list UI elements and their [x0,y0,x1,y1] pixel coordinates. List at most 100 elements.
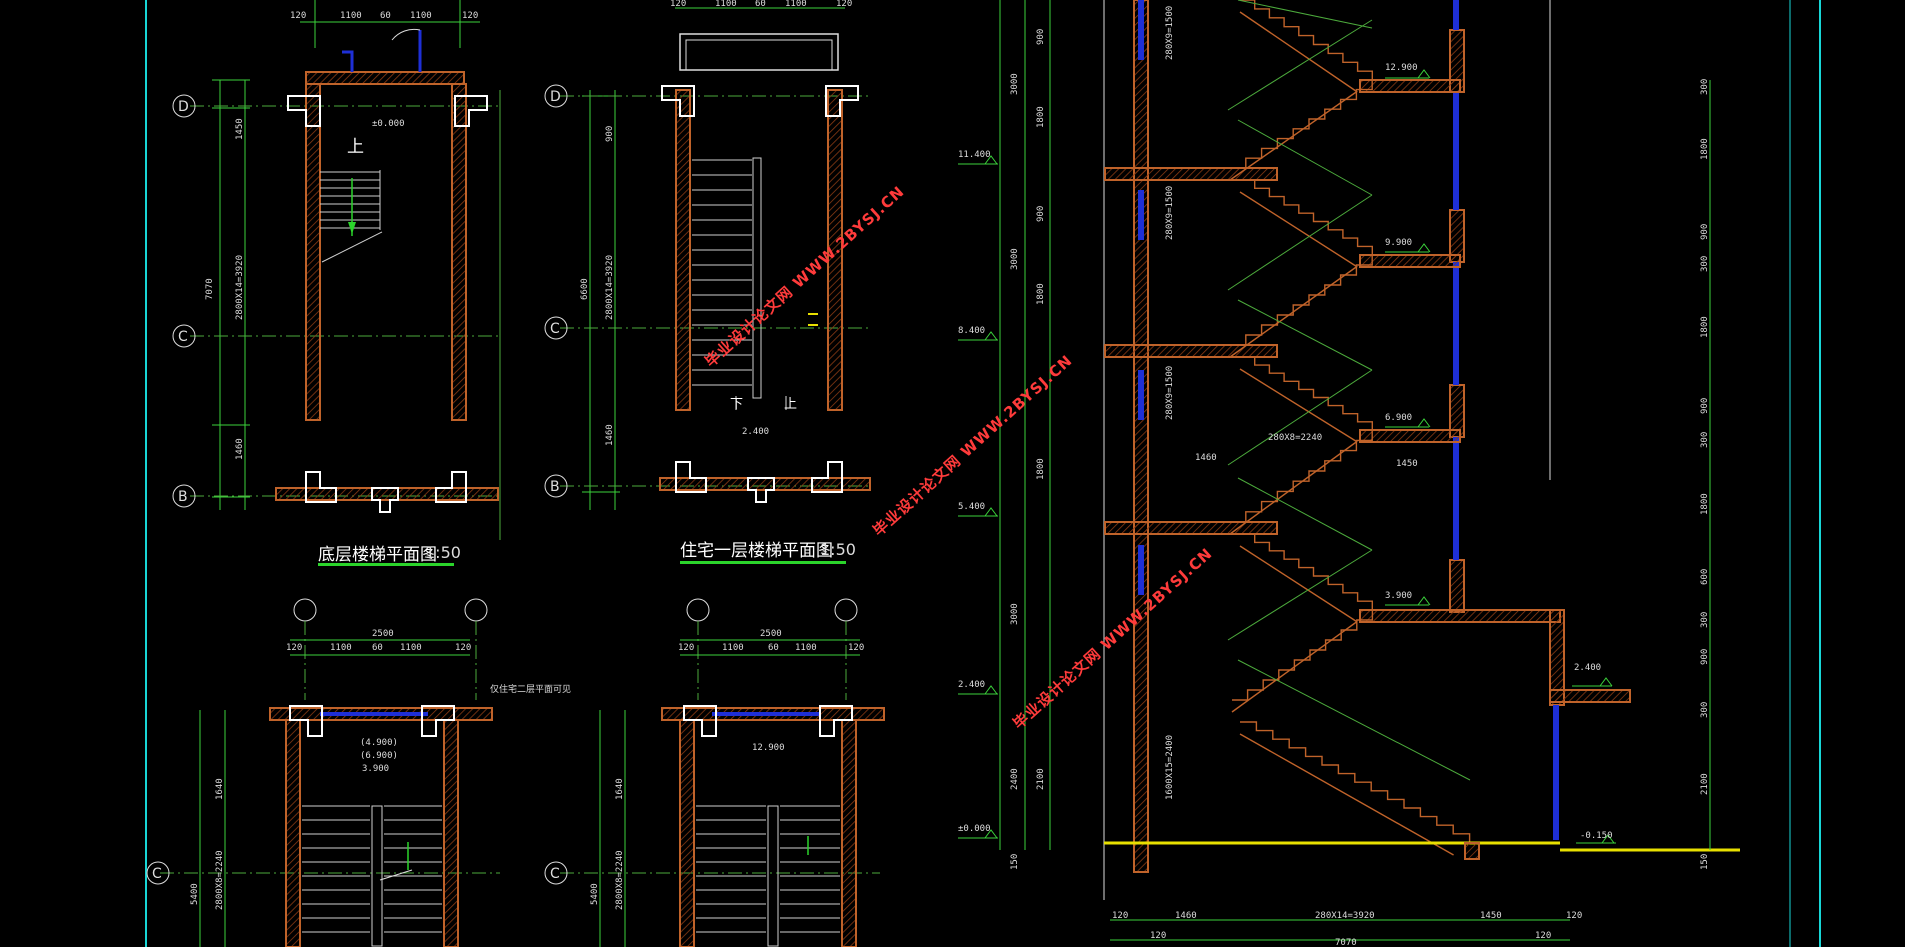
second-floor-plan [160,598,500,947]
right-dim-300e: 300 [1700,702,1710,718]
right-dim-2100: 2100 [1700,773,1710,795]
section-dim-900b: 900 [1036,206,1046,222]
first-floor-level: 2.400 [742,427,769,437]
dim-ground-7070: 7070 [205,278,215,300]
top-axis-bubble: C [544,861,568,885]
second-level-3: 3.900 [362,764,389,774]
level-12900: 12.900 [1385,63,1418,73]
bottom-dim-120d: 120 [1535,931,1551,941]
dim-1100-e: 1100 [330,643,352,653]
flight-label-3: 280X9=1500 [1165,366,1175,420]
dim-60-c: 60 [755,0,766,9]
flight-up-4 [1232,610,1374,701]
level-2400: 2.400 [958,680,985,690]
railing-down-2 [1237,119,1373,196]
flight-up-3-soffit [1229,441,1357,535]
dim-120-h: 120 [848,643,864,653]
first-plan-labels: 120 1100 60 1100 120 6600 2800X14=3920 9… [580,0,852,446]
right-dim-900a: 900 [1700,224,1710,240]
section-dim-3000b: 3000 [1010,248,1020,270]
bottom-dim-120b: 120 [1566,911,1582,921]
right-dim-1800b: 1800 [1700,316,1710,338]
bottom-dim-7070: 7070 [1335,938,1357,947]
flight-up-2-soffit [1229,266,1357,358]
sheet-border [145,0,1821,947]
section-dim-1800c: 1800 [1036,458,1046,480]
first-down-label: 下 [730,397,743,412]
right-dim-300b: 300 [1700,256,1710,272]
dim-second-5400: 5400 [190,883,200,905]
dim-first-6600: 6600 [580,278,590,300]
flight-mid-1-soffit [1239,191,1358,268]
right-dim-1800a: 1800 [1700,138,1710,160]
flight-bottom [1240,721,1471,843]
railing-down-5 [1237,659,1471,781]
dim-120-b: 120 [462,11,478,21]
section-labels: 11.400 8.400 5.400 2.400 ±0.000 12.900 9… [958,6,1710,947]
railing-down-4 [1237,477,1373,551]
level-3900: 3.900 [1385,591,1412,601]
section-dim-1450: 1450 [1396,459,1418,469]
first-plan-underline [680,561,846,564]
railing-up-3 [1227,369,1373,466]
flight-up-2 [1230,255,1373,346]
first-floor-plan [560,7,871,510]
section-dim-1800b: 1800 [1036,283,1046,305]
second-width-2500: 2500 [372,629,394,639]
dim-ground-1450: 1450 [235,118,245,140]
dim-ground-1460: 1460 [235,438,245,460]
second-level-2: (6.900) [360,751,398,761]
bottom-dim-1450: 1450 [1480,911,1502,921]
first-plan-title: 住宅一层楼梯平面图 [680,541,833,561]
top-floor-plan [560,598,885,947]
level-5400: 5.400 [958,502,985,512]
dim-first-1460: 1460 [605,424,615,446]
flight-top [1240,0,1373,81]
top-width-2500: 2500 [760,629,782,639]
right-dim-150: 150 [1700,854,1710,870]
section-dim-2100: 2100 [1036,768,1046,790]
level-canopy: 2.400 [1574,663,1601,673]
dim-1100-d: 1100 [785,0,807,9]
dim-second-1640: 1640 [215,778,225,800]
right-dim-1800c: 1800 [1700,493,1710,515]
flight-up-1-soffit [1229,91,1357,181]
dim-120-f: 120 [455,643,471,653]
flight-label-h: 280X8=2240 [1268,433,1322,443]
dim-1100-c: 1100 [715,0,737,9]
second-plan-labels: 2500 120 1100 60 1100 120 仅住宅二层平面可见 (4.9… [190,629,571,910]
top-plan-labels: 2500 120 1100 60 1100 120 12.900 1640 28… [590,629,864,910]
dim-120-a: 120 [290,11,306,21]
first-up-label: 上 [784,397,797,412]
dim-1100-h: 1100 [795,643,817,653]
bottom-dim-120a: 120 [1112,911,1128,921]
dim-top-5400: 5400 [590,883,600,905]
flight-mid-3 [1240,533,1373,610]
top-level: 12.900 [752,743,785,753]
flight-top-soffit [1239,11,1358,93]
dim-second-flight: 2800X8=2240 [215,850,225,910]
section-dim-3000c: 3000 [1010,603,1020,625]
dim-1100-g: 1100 [722,643,744,653]
dim-ground-flight: 2800X14=3920 [235,255,245,320]
ground-floor-level: ±0.000 [372,119,405,129]
flight-label-4: 1600X15=2400 [1165,735,1175,800]
second-axis-bubble: C [146,861,170,885]
flight-up-4-soffit [1231,621,1357,713]
second-level-1: (4.900) [360,738,398,748]
axis-b-first: B [550,479,560,495]
right-dim-300d: 300 [1700,612,1710,628]
flight-mid-2-soffit [1239,368,1358,443]
dim-120-e: 120 [286,643,302,653]
flight-up-3 [1230,430,1373,523]
ground-axis-bubbles: D C B [172,94,196,508]
section-dim-3000a: 3000 [1010,73,1020,95]
flight-label-2: 280X9=1500 [1165,186,1175,240]
ground-plan-title: 底层楼梯平面图 [318,545,437,565]
bottom-dim-1460: 1460 [1175,911,1197,921]
ground-up-label: 上 [347,137,364,157]
flight-mid-2 [1240,356,1373,430]
dim-1100-f: 1100 [400,643,422,653]
ground-plan-underline [318,563,454,566]
